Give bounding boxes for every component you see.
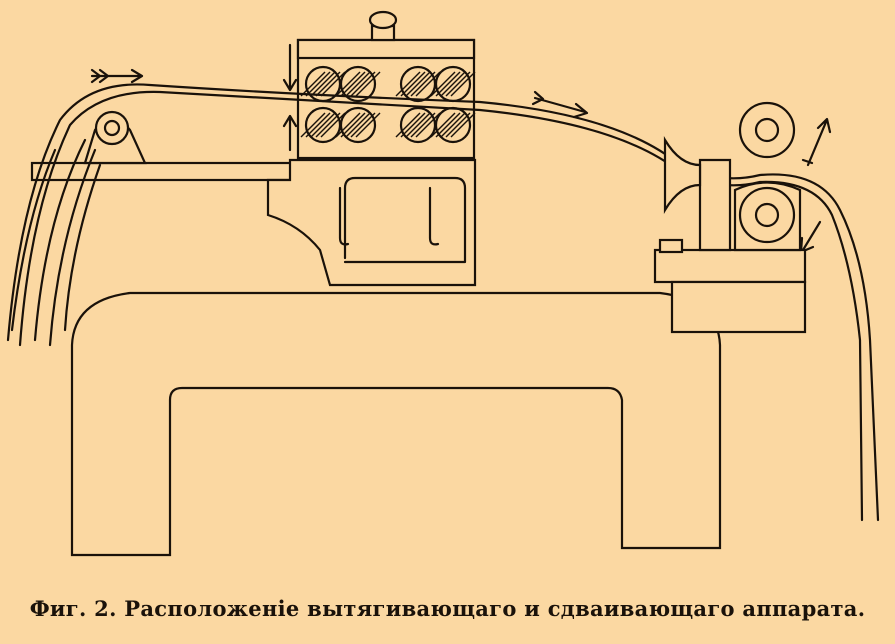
sliver-fibres: [6, 83, 880, 522]
direction-arrow-middle: [531, 90, 589, 119]
drafting-rollers-box: [296, 10, 476, 160]
drafting-bracket: [266, 158, 477, 287]
figure-caption: Фиг. 2. Расположеніе вытягивающаго и сдв…: [29, 596, 866, 621]
direction-arrow-right-down: [799, 220, 822, 254]
direction-arrow-right-up: [801, 117, 832, 167]
machine-base-frame: [70, 291, 722, 557]
direction-arrow-left: [90, 68, 144, 84]
machine-illustration: [6, 10, 880, 557]
doubling-apparatus: [653, 101, 807, 334]
guide-pulley: [83, 110, 147, 165]
